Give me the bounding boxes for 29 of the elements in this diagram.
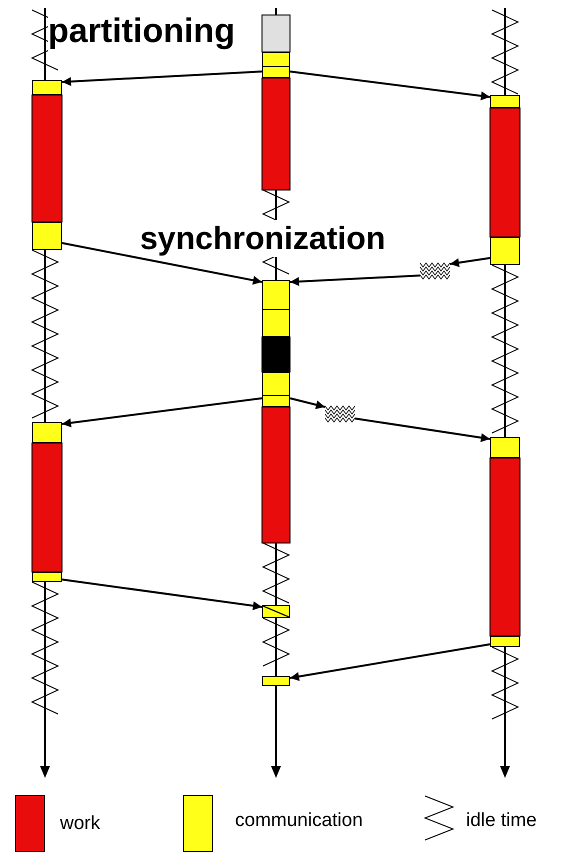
legend-label: work bbox=[60, 813, 100, 835]
idle-squiggle bbox=[420, 262, 450, 280]
arrow bbox=[290, 643, 490, 681]
communication-block bbox=[262, 605, 290, 618]
arrow bbox=[290, 274, 420, 286]
idle-squiggle bbox=[325, 405, 355, 423]
arrow bbox=[62, 397, 262, 428]
communication-block bbox=[490, 636, 520, 647]
arrow bbox=[62, 578, 262, 610]
communication-block bbox=[32, 422, 62, 443]
arrow bbox=[354, 418, 490, 442]
legend-label: idle time bbox=[466, 810, 537, 832]
communication-block bbox=[262, 280, 290, 337]
legend-label: communication bbox=[235, 810, 363, 832]
arrow bbox=[450, 257, 490, 268]
phase-label: synchronization bbox=[140, 220, 386, 257]
arrow bbox=[62, 242, 262, 285]
communication-block bbox=[262, 372, 290, 407]
communication-block bbox=[490, 237, 520, 265]
arrow bbox=[290, 70, 490, 100]
communication-block bbox=[32, 222, 62, 250]
communication-block bbox=[490, 437, 520, 458]
communication-block bbox=[32, 572, 62, 582]
arrow bbox=[62, 70, 262, 86]
communication-block bbox=[262, 52, 290, 78]
arrow bbox=[290, 397, 326, 410]
communication-block bbox=[32, 80, 62, 95]
communication-block bbox=[490, 95, 520, 108]
communication-block bbox=[262, 676, 290, 686]
